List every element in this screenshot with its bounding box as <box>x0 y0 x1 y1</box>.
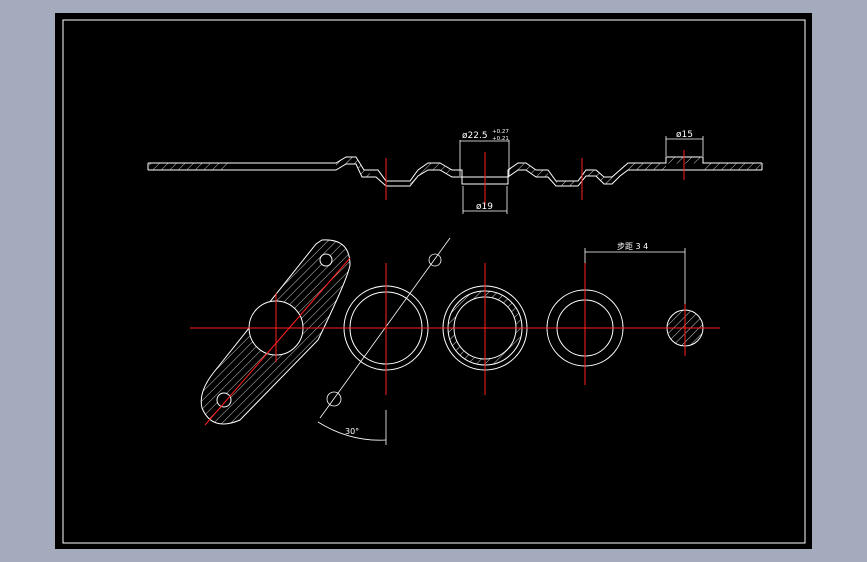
dim-tolerance-lower: +0.21 <box>492 136 509 142</box>
plan-centerlines <box>190 257 720 426</box>
dim-pitch: 步距 3 4 <box>617 242 648 251</box>
dim-dia-22-5: ø22.5 <box>462 131 488 141</box>
drawing-border <box>62 19 806 544</box>
dim-dia-15: ø15 <box>676 130 693 140</box>
drawing-canvas <box>55 13 812 549</box>
strip-dimensions <box>459 136 704 214</box>
dim-dia-19: ø19 <box>476 202 493 212</box>
dim-tolerance-upper: +0.27 <box>492 129 509 135</box>
dim-angle: 30° <box>345 427 359 436</box>
strip-centerlines <box>385 150 685 205</box>
